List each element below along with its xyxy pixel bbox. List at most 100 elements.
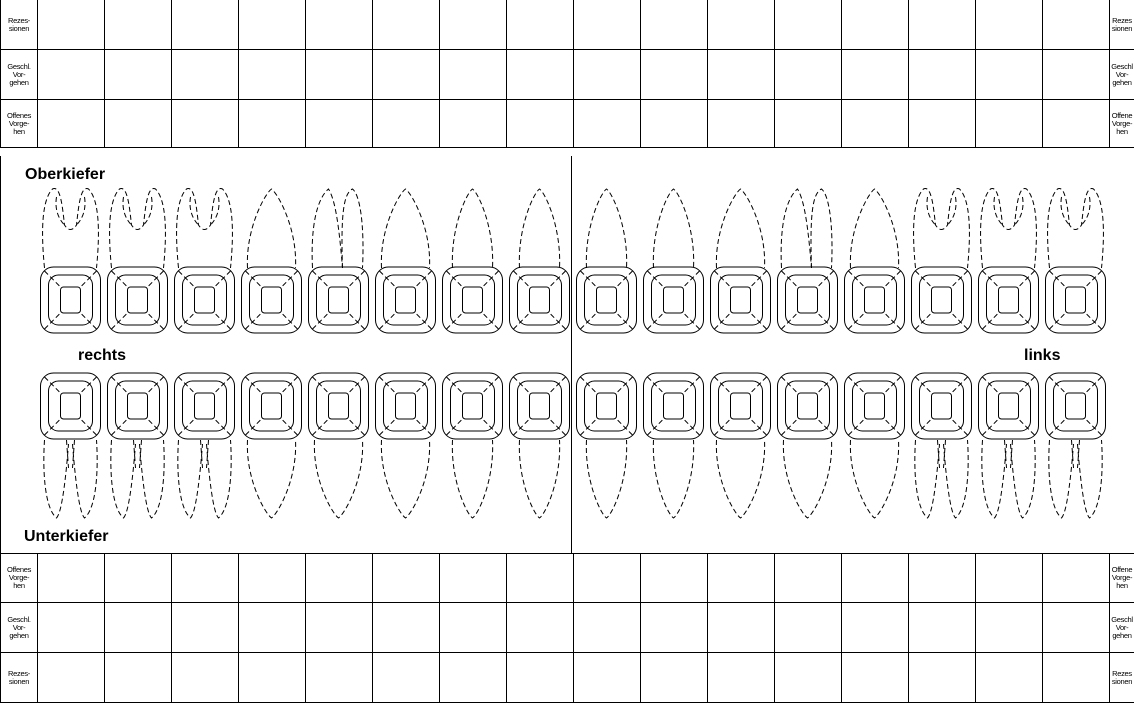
upper-tooth-15[interactable] <box>242 189 302 333</box>
finding-cell-47[interactable] <box>105 653 172 703</box>
finding-cell-34[interactable] <box>775 603 842 653</box>
finding-cell-38[interactable] <box>1043 554 1110 603</box>
upper-tooth-18[interactable] <box>41 189 101 333</box>
finding-cell-44[interactable] <box>306 554 373 603</box>
finding-cell-24[interactable] <box>775 50 842 100</box>
lower-tooth-47[interactable] <box>108 373 168 518</box>
finding-cell-37[interactable] <box>976 554 1043 603</box>
finding-cell-45[interactable] <box>239 603 306 653</box>
finding-cell-48[interactable] <box>38 554 105 603</box>
finding-cell-45[interactable] <box>239 554 306 603</box>
finding-cell-27[interactable] <box>976 0 1043 50</box>
finding-cell-48[interactable] <box>38 653 105 703</box>
finding-cell-26[interactable] <box>909 0 976 50</box>
finding-cell-35[interactable] <box>842 603 909 653</box>
finding-cell-17[interactable] <box>105 100 172 148</box>
finding-cell-32[interactable] <box>641 554 708 603</box>
finding-cell-22[interactable] <box>641 100 708 148</box>
finding-cell-37[interactable] <box>976 653 1043 703</box>
finding-cell-46[interactable] <box>172 653 239 703</box>
finding-cell-23[interactable] <box>708 100 775 148</box>
finding-cell-33[interactable] <box>708 554 775 603</box>
finding-cell-11[interactable] <box>507 50 574 100</box>
finding-cell-43[interactable] <box>373 653 440 703</box>
finding-cell-15[interactable] <box>239 50 306 100</box>
finding-cell-22[interactable] <box>641 0 708 50</box>
upper-tooth-16[interactable] <box>175 189 235 333</box>
finding-cell-28[interactable] <box>1043 50 1110 100</box>
finding-cell-13[interactable] <box>373 50 440 100</box>
finding-cell-24[interactable] <box>775 0 842 50</box>
finding-cell-32[interactable] <box>641 603 708 653</box>
lower-tooth-37[interactable] <box>979 373 1039 518</box>
finding-cell-38[interactable] <box>1043 653 1110 703</box>
finding-cell-36[interactable] <box>909 554 976 603</box>
finding-cell-37[interactable] <box>976 603 1043 653</box>
lower-tooth-35[interactable] <box>845 373 905 518</box>
upper-tooth-24[interactable] <box>778 189 838 333</box>
upper-tooth-12[interactable] <box>443 189 503 333</box>
upper-tooth-27[interactable] <box>979 189 1039 333</box>
finding-cell-44[interactable] <box>306 653 373 703</box>
finding-cell-14[interactable] <box>306 100 373 148</box>
finding-cell-48[interactable] <box>38 603 105 653</box>
upper-tooth-28[interactable] <box>1046 189 1106 333</box>
finding-cell-15[interactable] <box>239 100 306 148</box>
lower-tooth-31[interactable] <box>577 373 637 518</box>
finding-cell-25[interactable] <box>842 50 909 100</box>
finding-cell-32[interactable] <box>641 653 708 703</box>
finding-cell-34[interactable] <box>775 554 842 603</box>
upper-tooth-17[interactable] <box>108 189 168 333</box>
lower-tooth-48[interactable] <box>41 373 101 518</box>
finding-cell-21[interactable] <box>574 0 641 50</box>
finding-cell-31[interactable] <box>574 653 641 703</box>
lower-tooth-34[interactable] <box>778 373 838 518</box>
finding-cell-26[interactable] <box>909 100 976 148</box>
finding-cell-13[interactable] <box>373 0 440 50</box>
lower-tooth-38[interactable] <box>1046 373 1106 518</box>
finding-cell-36[interactable] <box>909 653 976 703</box>
finding-cell-15[interactable] <box>239 0 306 50</box>
lower-tooth-32[interactable] <box>644 373 704 518</box>
finding-cell-11[interactable] <box>507 0 574 50</box>
finding-cell-12[interactable] <box>440 0 507 50</box>
lower-tooth-44[interactable] <box>309 373 369 518</box>
finding-cell-24[interactable] <box>775 100 842 148</box>
finding-cell-18[interactable] <box>38 100 105 148</box>
finding-cell-27[interactable] <box>976 50 1043 100</box>
lower-tooth-33[interactable] <box>711 373 771 518</box>
finding-cell-34[interactable] <box>775 653 842 703</box>
finding-cell-25[interactable] <box>842 100 909 148</box>
finding-cell-31[interactable] <box>574 603 641 653</box>
finding-cell-43[interactable] <box>373 554 440 603</box>
lower-tooth-45[interactable] <box>242 373 302 518</box>
upper-tooth-13[interactable] <box>376 189 436 333</box>
finding-cell-28[interactable] <box>1043 100 1110 148</box>
finding-cell-33[interactable] <box>708 603 775 653</box>
finding-cell-41[interactable] <box>507 603 574 653</box>
finding-cell-23[interactable] <box>708 0 775 50</box>
finding-cell-38[interactable] <box>1043 603 1110 653</box>
finding-cell-16[interactable] <box>172 100 239 148</box>
lower-tooth-36[interactable] <box>912 373 972 518</box>
lower-tooth-41[interactable] <box>510 373 570 518</box>
lower-tooth-43[interactable] <box>376 373 436 518</box>
finding-cell-41[interactable] <box>507 554 574 603</box>
finding-cell-21[interactable] <box>574 50 641 100</box>
finding-cell-42[interactable] <box>440 653 507 703</box>
finding-cell-13[interactable] <box>373 100 440 148</box>
upper-tooth-22[interactable] <box>644 189 704 333</box>
finding-cell-35[interactable] <box>842 653 909 703</box>
finding-cell-12[interactable] <box>440 100 507 148</box>
upper-tooth-21[interactable] <box>577 189 637 333</box>
finding-cell-12[interactable] <box>440 50 507 100</box>
finding-cell-45[interactable] <box>239 653 306 703</box>
upper-tooth-14[interactable] <box>309 189 369 333</box>
finding-cell-47[interactable] <box>105 603 172 653</box>
finding-cell-41[interactable] <box>507 653 574 703</box>
lower-tooth-42[interactable] <box>443 373 503 518</box>
finding-cell-21[interactable] <box>574 100 641 148</box>
finding-cell-42[interactable] <box>440 603 507 653</box>
finding-cell-44[interactable] <box>306 603 373 653</box>
finding-cell-47[interactable] <box>105 554 172 603</box>
